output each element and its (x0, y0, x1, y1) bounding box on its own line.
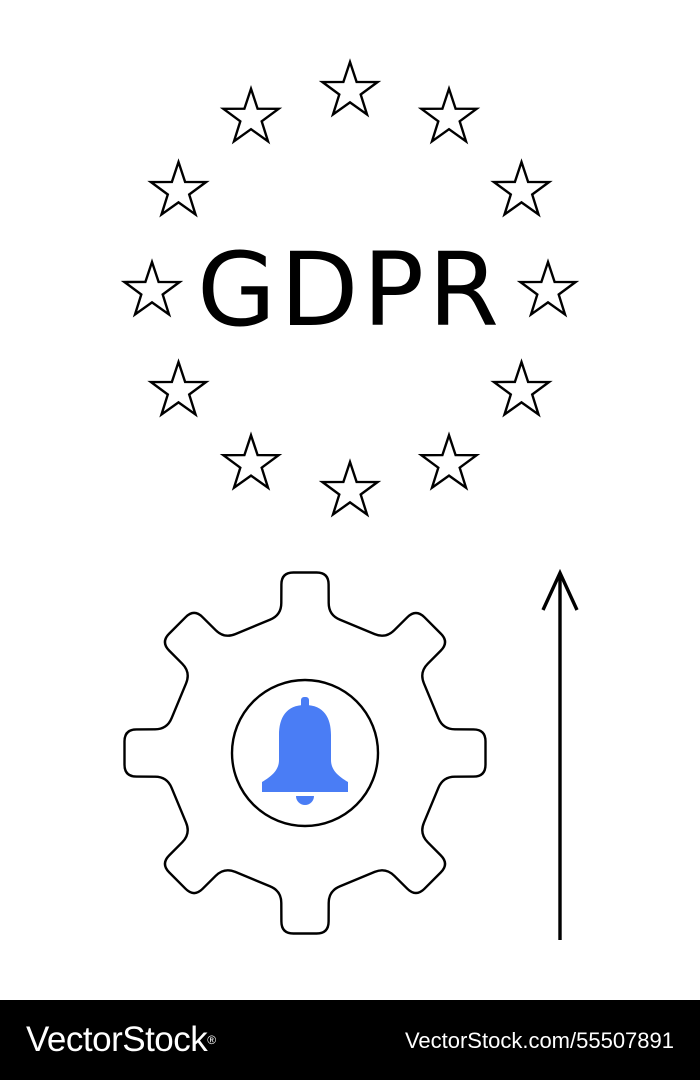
star-icon (492, 360, 551, 416)
star-icon (149, 160, 208, 216)
star-icon (149, 360, 208, 416)
stock-id: VectorStock.com/55507891 (404, 1028, 674, 1053)
arrow-up-icon (541, 568, 579, 940)
star-icon (492, 160, 551, 216)
star-icon (321, 60, 379, 116)
star-icon (222, 434, 280, 489)
gdpr-title: GDPR (197, 231, 503, 350)
star-icon (222, 87, 280, 143)
star-icon (321, 460, 379, 516)
watermark-footer: VectorStock® VectorStock.com/55507891 (0, 1000, 700, 1080)
star-icon (420, 434, 478, 489)
bell-icon (262, 697, 348, 805)
gdpr-illustration (123, 60, 579, 940)
vectorstock-logo: VectorStock® (26, 1020, 216, 1059)
star-icon (420, 87, 478, 143)
